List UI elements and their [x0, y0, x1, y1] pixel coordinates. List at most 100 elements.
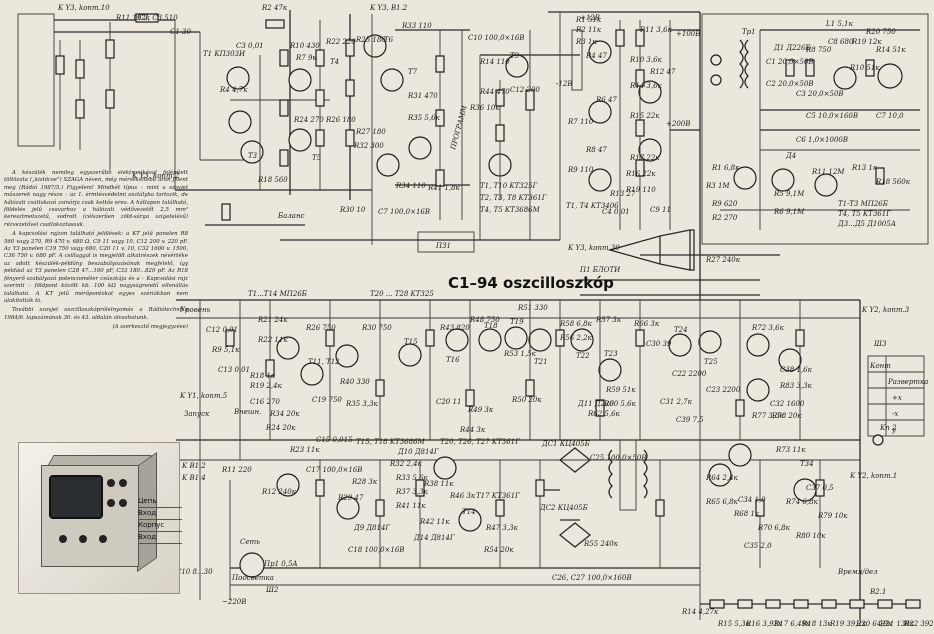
- label-c5: C5 10,0×160В: [806, 112, 858, 120]
- scope-knob: [59, 535, 67, 543]
- label-r8: R8 47: [585, 146, 607, 154]
- label-c12-001: C12 0,01: [206, 326, 238, 334]
- label-plus200: +200В: [666, 120, 690, 128]
- scope-screen: [49, 475, 103, 519]
- label-tr1: Тр1: [742, 28, 756, 36]
- label-r46: R46 3к: [449, 492, 476, 500]
- label-c7-10: C7 10,0: [876, 112, 904, 120]
- label-c38: C38 1,6к: [780, 366, 813, 374]
- label-t1: T1 KП303И: [203, 50, 246, 58]
- label-c1: C1 30: [170, 28, 191, 36]
- label-kb12: K B1.2: [181, 462, 206, 470]
- label-r53: R53 1,5к: [503, 350, 537, 358]
- label-d3d5: Д3...Д5 Д1005А: [837, 220, 896, 228]
- label-r65: R65 6,8к: [705, 498, 739, 506]
- label-t3: T3: [248, 152, 258, 160]
- label-r57: R57 3к: [595, 316, 622, 324]
- label-pr1: Пр1 0,5А: [263, 560, 298, 568]
- label-c16: C16 270: [250, 398, 280, 406]
- label-r19-12k: R19 12к: [851, 38, 882, 46]
- label-r2: R2 11к: [575, 26, 602, 34]
- label-r19: R19 110: [625, 186, 656, 194]
- label-r11b: R11 3,6к: [639, 26, 673, 34]
- label-r15: R15 22к: [629, 112, 660, 120]
- label-t5: T5: [312, 154, 322, 162]
- label-r41b: R41 11к: [395, 502, 426, 510]
- label-r72: R72 3,6к: [751, 324, 785, 332]
- label-d14: Д14 Д814Г: [413, 534, 455, 542]
- label-r30: R30 10: [339, 206, 366, 214]
- label-k-y2-kont1: K Y2, konт.1: [849, 472, 897, 480]
- y-output-amplifier-block: [548, 11, 780, 300]
- label-r22: R22 220: [325, 38, 356, 46]
- hv-power-supply-block: [701, 13, 929, 245]
- label-t21: T21: [534, 358, 548, 366]
- label-t4t5: T4, T5 KT3686M: [480, 206, 541, 214]
- input-amplifier-block: [17, 10, 580, 253]
- label-r27: R27 180: [355, 128, 386, 136]
- label-r8-750: R8 750: [805, 46, 832, 54]
- label-r74: R74 6,8к: [785, 498, 819, 506]
- label-t7: T7: [408, 68, 418, 76]
- description-paragraph: A készülék nemileg egyszerűbb elektronik…: [4, 170, 188, 228]
- mode-switch-table: [867, 355, 925, 437]
- label-r18: R18 560: [257, 176, 288, 184]
- label-r78: R78 20к: [771, 412, 802, 420]
- label-c18: C18 100,0×16В: [348, 546, 404, 554]
- label-r83: R83 3,3к: [779, 382, 813, 390]
- label-kb14: K B1.4: [181, 474, 206, 482]
- label-r43: R43 820: [439, 324, 470, 332]
- label-c34: C34 1,0: [738, 496, 766, 504]
- label-c20: C20 11: [436, 398, 461, 406]
- label-p1-blok: П1 БЛОТИ: [579, 266, 621, 274]
- label-r12: R12 47: [649, 68, 676, 76]
- label-d4: Д4: [785, 152, 796, 160]
- label-c25: C25 100,0×50В: [590, 454, 646, 462]
- label-r54: R54 20к: [483, 546, 514, 554]
- label-r42: R42 11к: [419, 518, 450, 526]
- label-r18-1k: R18 1к: [249, 372, 276, 380]
- label-r32: R32 300: [353, 142, 384, 150]
- power-switch: [239, 552, 265, 578]
- label-r14: R14 110: [479, 58, 510, 66]
- label-t25: T25: [704, 358, 718, 366]
- label-r16: R16 22к: [625, 170, 656, 178]
- connector-label: Корпус: [138, 520, 182, 532]
- label-c6: C6 1,0×1000В: [796, 136, 848, 144]
- label-r18-13k: R18 13к: [801, 620, 832, 628]
- label-r35c: R35 3,3к: [345, 400, 379, 408]
- label-r19-392k: R19 39,2к: [829, 620, 867, 628]
- label-t1t10: T1, T10 KT325Г: [480, 182, 538, 190]
- connector-label: Цепь: [138, 496, 182, 508]
- label-r44b: R44 3к: [459, 426, 486, 434]
- label-podsvetka: Подсветка: [231, 574, 274, 582]
- label-l1-51k: L1 5,1к: [825, 20, 853, 28]
- label-r14-427: R14 4,27к: [681, 608, 719, 616]
- label-t18: T18: [484, 322, 498, 330]
- label-t20-t28: T20 ... T28 KT325: [370, 290, 434, 298]
- label-c13: C13 0,01: [218, 366, 250, 374]
- label-r37: R37 3,3к: [395, 488, 429, 496]
- label-t1t3: T1-T3 MП26Б: [838, 200, 888, 208]
- description-paragraph: További szovjet oszcilloszkóprólelnyomás…: [4, 307, 188, 321]
- scope-knob: [107, 499, 115, 507]
- label-r10-51: R10 51к: [849, 64, 880, 72]
- photo-connector-labels: Цепь Вход Корпус Вход: [138, 496, 182, 544]
- label-c19: C19 750: [312, 396, 342, 404]
- label-r11-12m: R11 12М: [811, 168, 845, 176]
- label-r27-240k: R27 240к: [705, 256, 741, 264]
- label-c10-830: C10 8...30: [176, 568, 213, 576]
- label-r16-392k: R16 3,92к: [745, 620, 783, 628]
- label-r17-649k: R17 6,49к: [773, 620, 811, 628]
- label-r20-649k: R20 64,9к: [855, 620, 893, 628]
- label-r77: R77 3,3к: [751, 412, 785, 420]
- label-r31: R31 470: [407, 92, 438, 100]
- label-t11t12: T11, T12: [308, 358, 340, 366]
- label-c15: C15 0,015: [316, 436, 353, 444]
- label-c35: C35 2,0: [744, 542, 772, 550]
- label-d9: Д9 Д814Г: [353, 524, 390, 532]
- label-r1-68k: R1 6,8к: [711, 164, 740, 172]
- label-d1d2: Д1 Д226Б: [773, 44, 811, 52]
- label-r11: R11 192k: [115, 14, 150, 22]
